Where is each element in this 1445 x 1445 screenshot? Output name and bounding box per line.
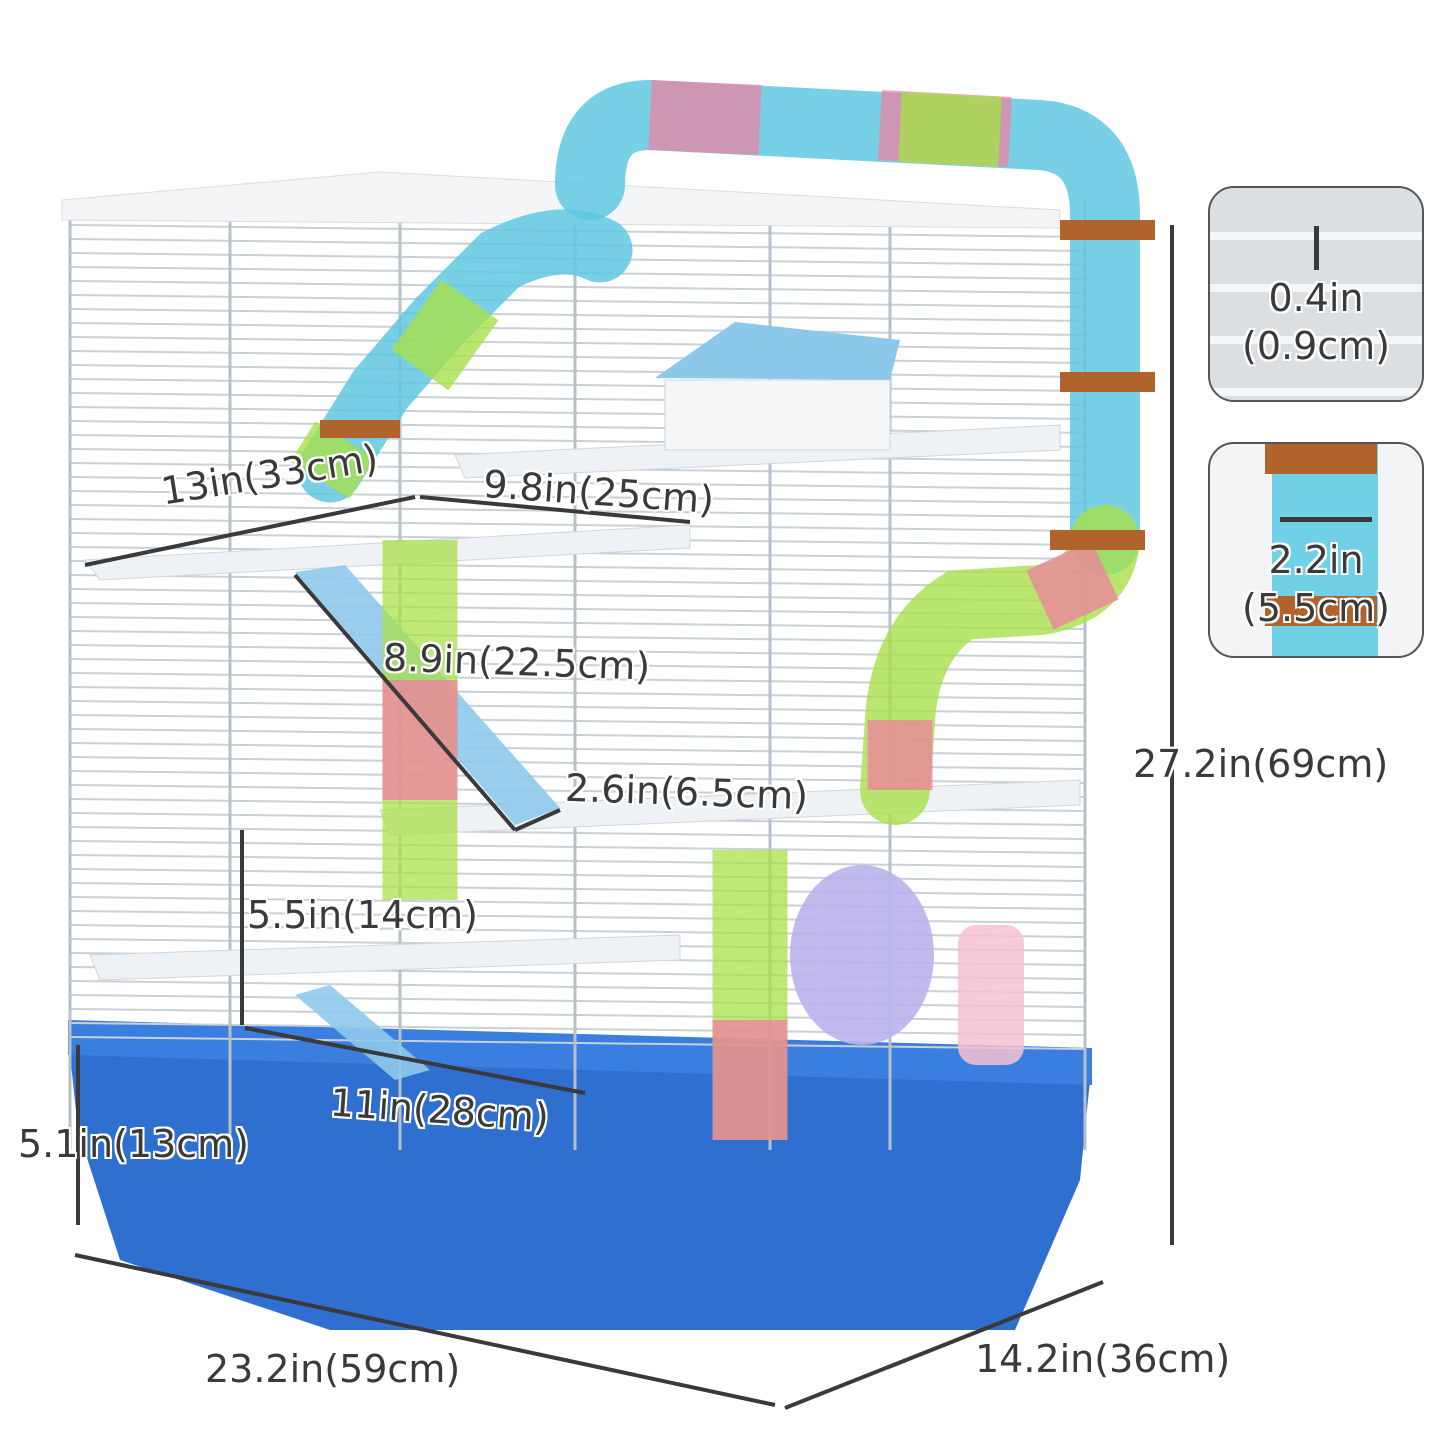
cage-wire: [69, 1008, 1086, 1022]
cage-wire: [69, 854, 1086, 868]
side-tube-pink: [867, 540, 1119, 790]
shelf: [89, 934, 681, 981]
tube-diameter-in: 2.2in: [1268, 538, 1364, 582]
label-total-width: 23.2in(59cm): [205, 1347, 461, 1391]
cage-wire: [69, 322, 1086, 336]
cage-wire: [69, 392, 1086, 406]
wire-spacing-cm: (0.9cm): [1242, 324, 1390, 368]
cage-wire: [69, 378, 1086, 392]
dim-line-shelf-depth: [84, 495, 416, 567]
tube-diameter-marker: [1280, 517, 1372, 522]
label-tray-height: 5.1in(13cm): [18, 1122, 249, 1166]
inset-tube-diameter: 2.2in (5.5cm): [1208, 442, 1424, 658]
dimension-lines: [74, 225, 1174, 1410]
base-tray: [68, 1035, 1092, 1330]
cage-wire: [69, 994, 1086, 1008]
tube-rings: [320, 220, 1155, 550]
label-total-height: 27.2in(69cm): [1133, 742, 1389, 786]
label-level-height: 5.5in(14cm): [247, 893, 478, 937]
label-ramp-length: 8.9in(22.5cm): [382, 635, 651, 689]
cage-wire: [69, 406, 1086, 420]
tube-ring-top: [1265, 444, 1377, 474]
label-ramp-width: 2.6in(6.5cm): [564, 765, 809, 819]
cage-wire: [69, 280, 1086, 294]
cage-wire: [69, 868, 1086, 882]
exercise-wheel: [790, 865, 934, 1045]
cage-wire: [69, 294, 1086, 308]
hideout-house-roof: [655, 322, 900, 380]
dim-line-base-inner-width: [244, 1026, 586, 1095]
water-bottle: [958, 925, 1024, 1065]
label-total-depth: 14.2in(36cm): [975, 1337, 1231, 1381]
dim-line-shelf-width: [419, 495, 691, 524]
left-tube-green: [290, 279, 499, 499]
tube-diameter-cm: (5.5cm): [1242, 586, 1390, 630]
wire-spacing-marker: [1314, 226, 1319, 270]
cage-wire: [69, 910, 1086, 924]
cage-wire: [69, 364, 1086, 378]
hideout-house: [664, 379, 891, 451]
cage-wire: [69, 308, 1086, 322]
cage-wire: [69, 840, 1086, 854]
dim-line-ramp-length: [293, 573, 517, 832]
cage-wire: [69, 336, 1086, 350]
top-tube: [555, 79, 1140, 575]
cage-wire: [69, 518, 1086, 532]
cage-wire: [69, 420, 1086, 434]
tube-ring-bottom: [1265, 596, 1377, 626]
cage-wire: [69, 1022, 1086, 1036]
cage-wire: [69, 980, 1086, 994]
base-tray-rim: [68, 1020, 1092, 1085]
dim-line-ramp-width: [514, 808, 561, 832]
cage-wire: [69, 882, 1086, 896]
inset-wire-spacing: 0.4in (0.9cm): [1208, 186, 1424, 402]
dim-line-total-depth: [784, 1280, 1104, 1410]
wire-bars: [1210, 188, 1422, 400]
cage-wire: [69, 476, 1086, 490]
cage-wire: [69, 574, 1086, 588]
cage-wire: [69, 350, 1086, 364]
cage-wire: [69, 896, 1086, 910]
left-tube: [297, 209, 633, 503]
middle-tube-pink: [382, 680, 788, 1140]
cage-wire: [69, 924, 1086, 938]
wire-spacing-in: 0.4in: [1268, 276, 1364, 320]
cage-wire: [69, 490, 1086, 504]
dim-line-total-width: [74, 1253, 776, 1407]
cage-wire: [69, 826, 1086, 840]
top-tube-green-segments: [898, 92, 1002, 167]
cage-wire: [69, 1036, 1086, 1050]
